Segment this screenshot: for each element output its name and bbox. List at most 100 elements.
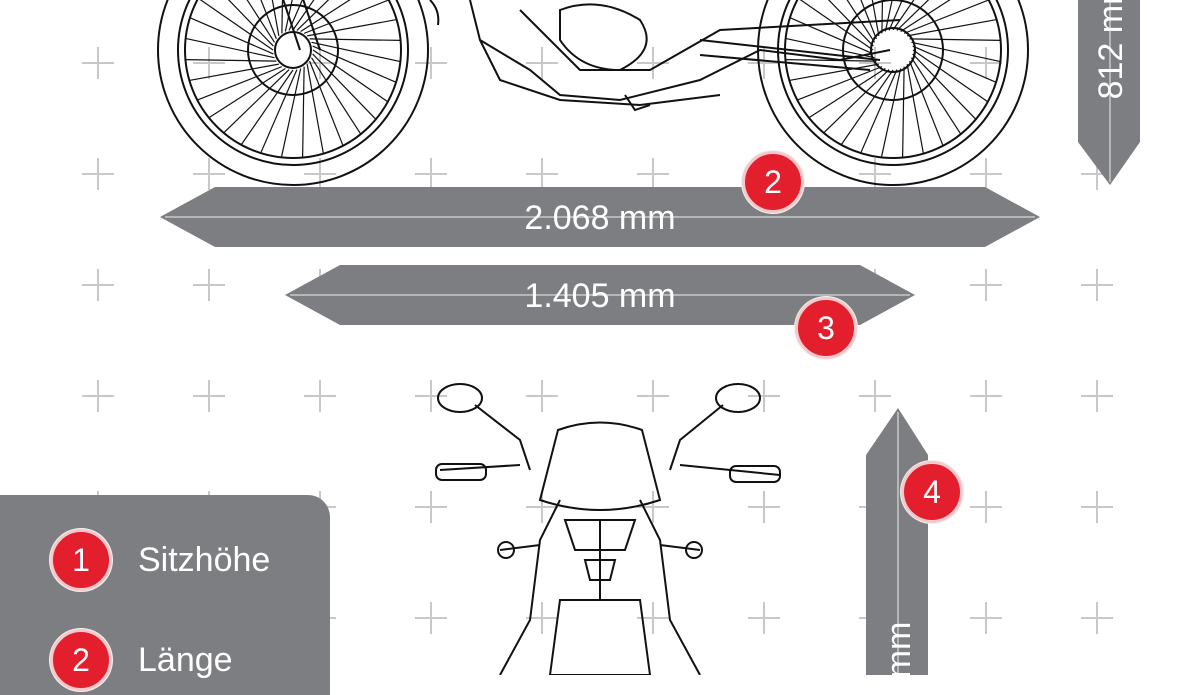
wheel-spoke	[789, 17, 874, 55]
wheelbase-value: 1.405 mm	[524, 277, 675, 315]
wheel-spoke	[797, 66, 883, 101]
grid-cross	[748, 491, 780, 523]
grid-cross	[82, 380, 114, 412]
wheel-spoke	[823, 69, 890, 134]
wheel-spoke	[311, 41, 401, 63]
width-dimension-arrow: mm	[866, 408, 928, 675]
wheel-spoke	[911, 41, 1001, 63]
grid-cross	[304, 47, 336, 79]
grid-cross	[970, 47, 1002, 79]
grid-cross	[193, 380, 225, 412]
wheel-spoke	[912, 45, 997, 83]
wheel-spoke	[906, 64, 924, 154]
wheel-spoke	[288, 0, 303, 31]
seat-height-dimension-arrow: 812 mm	[1078, 0, 1140, 185]
wheel-spoke	[246, 0, 276, 43]
grid-cross	[970, 269, 1002, 301]
grid-cross	[1081, 491, 1113, 523]
grid-cross	[748, 602, 780, 634]
legend-label: Sitzhöhe	[138, 540, 271, 579]
grid-cross	[970, 602, 1002, 634]
grid-cross	[1081, 380, 1113, 412]
badge-3: 3	[795, 297, 857, 359]
wheel-spoke	[903, 0, 989, 34]
diagram-canvas: 2.068 mm 1.405 mm 812 mm mm	[82, 0, 1140, 675]
grid-cross	[415, 491, 447, 523]
wheel-spoke	[892, 0, 915, 31]
wheel-spoke	[306, 64, 324, 154]
wheel-spoke	[312, 45, 397, 83]
wheel-spoke	[189, 17, 274, 55]
wheel-spoke	[909, 38, 1001, 41]
wheel-spoke	[900, 0, 951, 33]
wheel-spoke	[260, 69, 298, 154]
wheel-spoke	[846, 0, 876, 43]
grid-cross	[637, 380, 669, 412]
grid-cross	[304, 158, 336, 190]
grid-cross	[193, 47, 225, 79]
legend-badge: 1	[50, 529, 112, 591]
wheel-spoke	[227, 0, 274, 47]
grid-cross	[82, 269, 114, 301]
wheel-spoke	[197, 66, 283, 101]
grid-cross	[193, 269, 225, 301]
wheel-spoke	[310, 57, 362, 135]
wheel-spoke	[880, 68, 902, 158]
grid-cross	[970, 158, 1002, 190]
wheel-spoke	[300, 0, 351, 33]
wheel-spoke	[785, 37, 875, 59]
grid-cross	[82, 158, 114, 190]
width-value: mm	[880, 622, 918, 675]
grid-cross	[82, 47, 114, 79]
wheel-spoke	[307, 19, 397, 37]
wheel-spoke	[896, 0, 930, 31]
wheel-spoke	[185, 37, 275, 59]
wheel-spoke	[292, 0, 315, 31]
wheel-spoke	[296, 0, 330, 31]
seat-height-value: 812 mm	[1092, 0, 1130, 99]
motorcycle-front-view	[435, 383, 781, 675]
wheel-spoke	[881, 0, 884, 34]
wheel-spoke	[312, 53, 377, 120]
wheel-spoke	[271, 0, 280, 36]
wheel-spoke	[309, 38, 401, 41]
wheel-spoke	[860, 0, 877, 40]
wheel-spoke	[189, 63, 279, 81]
grid-cross	[859, 380, 891, 412]
wheel-spoke	[902, 66, 905, 158]
length-value: 2.068 mm	[524, 199, 675, 237]
wheel-spoke	[884, 0, 893, 32]
wheel-spoke	[785, 59, 877, 62]
wheel-spoke	[280, 68, 302, 158]
badge-4: 4	[901, 461, 963, 523]
grid-cross	[415, 380, 447, 412]
wheel-spoke	[789, 63, 879, 81]
grid-cross	[193, 158, 225, 190]
wheelbase-dimension-arrow: 1.405 mm	[285, 265, 915, 325]
wheel-spoke	[912, 49, 989, 103]
grid-cross	[970, 491, 1002, 523]
length-dimension-arrow: 2.068 mm	[160, 187, 1040, 247]
wheel-spoke	[199, 0, 274, 51]
wheel-spoke	[910, 57, 962, 135]
wheel-spoke	[185, 59, 277, 62]
grid-cross	[637, 491, 669, 523]
legend-item-seat-height: 1 Sitzhöhe	[50, 529, 270, 591]
wheel-spoke	[309, 60, 344, 146]
wheel-spoke	[888, 0, 903, 31]
legend-label: Länge	[138, 640, 233, 679]
wheel-spoke	[912, 53, 977, 120]
grid-cross	[748, 380, 780, 412]
wheel-spoke	[808, 67, 886, 119]
wheel-spoke	[827, 0, 874, 47]
wheel-spoke	[312, 49, 389, 103]
grid-cross	[304, 380, 336, 412]
legend-badge: 2	[50, 629, 112, 691]
grid-cross	[415, 602, 447, 634]
motorcycle-side-view	[157, 0, 1029, 186]
wheel-spoke	[303, 0, 389, 34]
wheel-spoke	[223, 69, 290, 134]
wheel-spoke	[302, 66, 305, 158]
badge-2: 2	[742, 151, 804, 213]
wheel-spoke	[907, 19, 997, 37]
